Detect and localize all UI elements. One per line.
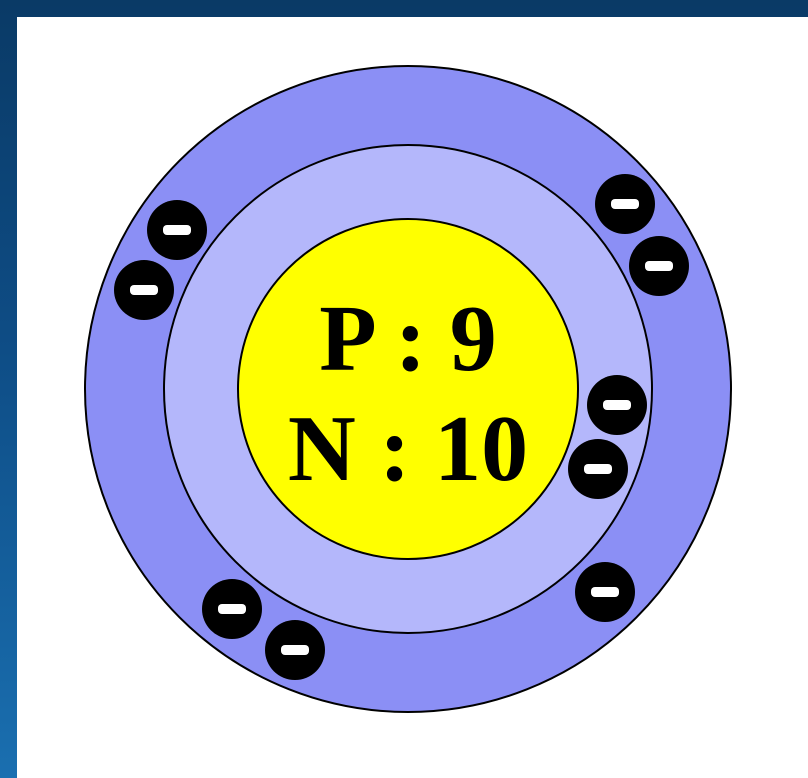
electron (595, 174, 655, 234)
electron (202, 579, 262, 639)
electron (587, 375, 647, 435)
electron (147, 200, 207, 260)
electron (114, 260, 174, 320)
electron (568, 439, 628, 499)
protons-label: P : 9 (319, 287, 497, 391)
electron (629, 236, 689, 296)
neutrons-label: N : 10 (288, 397, 528, 501)
electron (265, 620, 325, 680)
electron (575, 562, 635, 622)
